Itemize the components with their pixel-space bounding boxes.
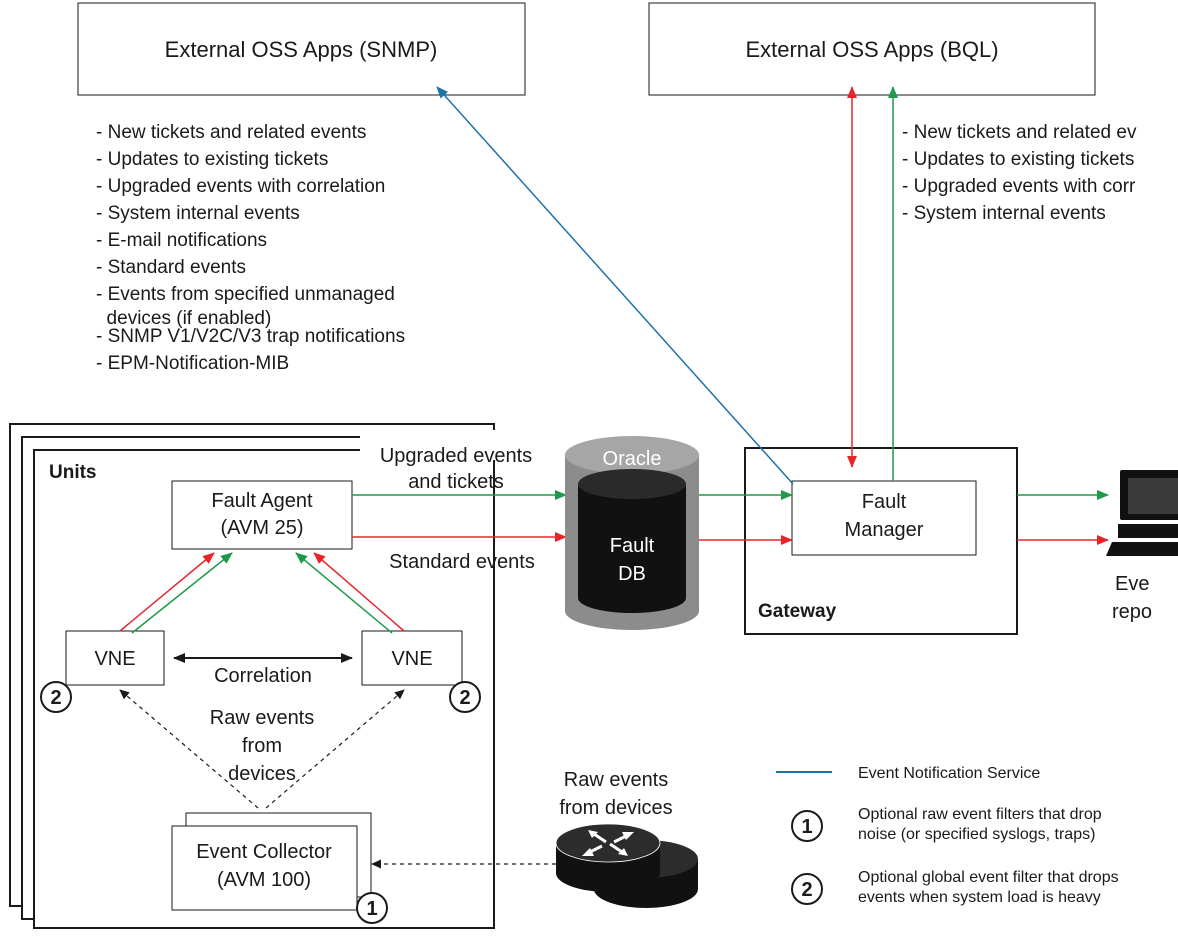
- fault-agent-box: Fault Agent (AVM 25): [171, 480, 353, 550]
- client-label: repo: [1112, 601, 1152, 623]
- gateway-label: Gateway: [758, 601, 837, 622]
- snmp-note-item: - Events from specified unmanaged: [96, 284, 395, 305]
- manager-snmp-blue-arrow: [436, 86, 794, 485]
- legend: Event Notification Service 1 Optional ra…: [776, 765, 1119, 906]
- client-label: Eve: [1115, 573, 1149, 595]
- raw-events-inner-label: Raw events from devices: [210, 707, 315, 785]
- legend-filter-1-text: Optional raw event filters that drop: [858, 806, 1102, 823]
- bql-note-item: - Upgraded events with corr: [902, 176, 1136, 197]
- svg-text:2: 2: [459, 687, 470, 709]
- bql-note-item: - Updates to existing tickets: [902, 149, 1134, 170]
- snmp-note-item: - System internal events: [96, 203, 300, 224]
- bql-note-item: - New tickets and related ev: [902, 122, 1137, 143]
- workstation-icon: [1106, 470, 1178, 556]
- event-collector-name: Event Collector: [196, 841, 332, 863]
- svg-text:from devices: from devices: [559, 797, 672, 819]
- fault-agent-avm: (AVM 25): [221, 517, 304, 539]
- vne-left-box: VNE: [65, 630, 165, 686]
- fault-manager-box: Fault Manager: [791, 480, 977, 556]
- oracle-label: Oracle: [603, 448, 662, 470]
- fault-db-label: Fault: [610, 535, 655, 557]
- event-collector-avm: (AVM 100): [217, 869, 311, 891]
- vne-right-box: VNE: [361, 630, 463, 686]
- legend-filter-2-text: events when system load is heavy: [858, 889, 1101, 906]
- vne-right-to-agent-red-arrow: [313, 552, 405, 632]
- vne-left-to-agent-red-arrow: [119, 552, 215, 632]
- oss-snmp-box: External OSS Apps (SNMP): [77, 2, 526, 96]
- correlation-label: Correlation: [214, 665, 312, 687]
- oss-snmp-title: External OSS Apps (SNMP): [165, 37, 438, 62]
- snmp-note-item: - EPM-Notification-MIB: [96, 353, 289, 374]
- snmp-note-item: devices (if enabled): [96, 308, 271, 329]
- fault-manager-name: Fault: [862, 491, 907, 513]
- oracle-database: Oracle Fault DB: [565, 436, 699, 630]
- svg-text:2: 2: [801, 879, 812, 901]
- fault-agent-name: Fault Agent: [211, 490, 313, 512]
- svg-text:Raw events: Raw events: [210, 707, 315, 729]
- snmp-note-item: - Upgraded events with correlation: [96, 176, 385, 197]
- vne-left-label: VNE: [94, 648, 135, 670]
- filter-1-badge: 1: [356, 892, 388, 924]
- bql-note-item: - System internal events: [902, 203, 1106, 224]
- router-icon: [555, 823, 698, 908]
- bql-notes-list: - New tickets and related ev - Updates t…: [902, 122, 1137, 224]
- event-collector-box: Event Collector (AVM 100): [171, 812, 372, 911]
- snmp-note-item: - New tickets and related events: [96, 122, 366, 143]
- svg-text:Raw events: Raw events: [564, 769, 669, 791]
- svg-text:from: from: [242, 735, 282, 757]
- fault-db-label: DB: [618, 563, 646, 585]
- standard-events-label: Standard events: [389, 551, 535, 573]
- upgraded-events-label: Upgraded events: [380, 445, 532, 467]
- units-label: Units: [49, 462, 97, 483]
- svg-text:2: 2: [50, 687, 61, 709]
- snmp-notes-list: - New tickets and related events - Updat…: [96, 122, 405, 374]
- collector-to-vne-left-arrow: [119, 689, 259, 809]
- legend-filter-2-badge: 2: [791, 873, 823, 905]
- svg-text:1: 1: [801, 816, 812, 838]
- svg-text:1: 1: [366, 898, 377, 920]
- raw-events-external-label: Raw events from devices: [559, 769, 672, 819]
- legend-filter-1-badge: 1: [791, 810, 823, 842]
- snmp-note-item: - E-mail notifications: [96, 230, 267, 251]
- oss-bql-box: External OSS Apps (BQL): [648, 2, 1096, 96]
- fault-manager-name: Manager: [845, 519, 924, 541]
- legend-filter-2-text: Optional global event filter that drops: [858, 869, 1119, 886]
- vne-left-to-agent-green-arrow: [131, 552, 233, 634]
- filter-2-badge: 2: [40, 681, 72, 713]
- filter-2-badge: 2: [449, 681, 481, 713]
- legend-ens-label: Event Notification Service: [858, 765, 1040, 782]
- svg-text:devices: devices: [228, 763, 296, 785]
- upgraded-events-label: and tickets: [408, 471, 504, 493]
- snmp-note-item: - Updates to existing tickets: [96, 149, 328, 170]
- snmp-note-item: - Standard events: [96, 257, 246, 278]
- oss-bql-title: External OSS Apps (BQL): [745, 37, 998, 62]
- snmp-note-item: - SNMP V1/V2C/V3 trap notifications: [96, 326, 405, 347]
- legend-filter-1-text: noise (or specified syslogs, traps): [858, 826, 1095, 843]
- vne-right-to-agent-green-arrow: [295, 552, 393, 634]
- vne-right-label: VNE: [391, 648, 432, 670]
- collector-to-vne-right-arrow: [265, 689, 405, 809]
